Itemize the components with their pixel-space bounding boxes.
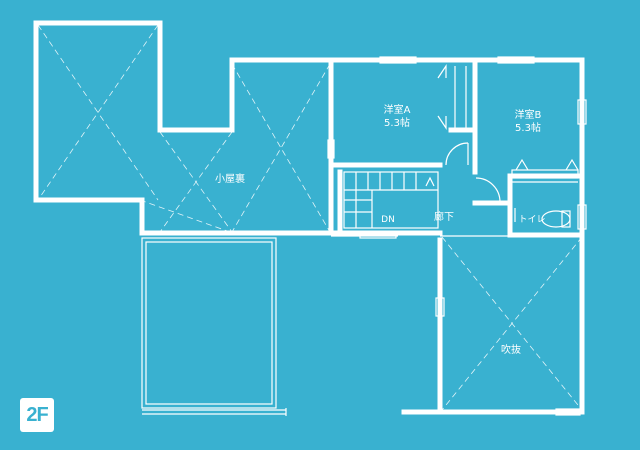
closet-a <box>437 64 467 130</box>
void-label: 吹抜 <box>501 343 521 356</box>
stair-treads <box>343 171 439 229</box>
stair-direction-label: DN <box>381 215 395 225</box>
attic-left-void-marks <box>37 24 159 201</box>
attic-label: 小屋裏 <box>215 172 245 185</box>
attic-center-marks <box>139 63 331 233</box>
hallway-label: 廊下 <box>434 210 454 223</box>
toilet-label: トイレ <box>518 215 545 225</box>
floor-badge-label: 2F <box>26 403 48 426</box>
interior-walls <box>328 57 585 238</box>
bedroom-b-size: 5.3帖 <box>515 121 541 134</box>
bedroom-b-name: 洋室B <box>515 108 542 121</box>
bedroom-a-size: 5.3帖 <box>384 116 410 129</box>
void-marks <box>441 236 583 411</box>
balcony <box>141 237 287 416</box>
doors <box>445 142 516 222</box>
toilet-fixture <box>541 210 571 228</box>
closet-b <box>511 158 579 183</box>
bedroom-a-name: 洋室A <box>384 103 411 116</box>
floor-badge: 2F <box>20 398 54 432</box>
windows <box>327 56 587 416</box>
